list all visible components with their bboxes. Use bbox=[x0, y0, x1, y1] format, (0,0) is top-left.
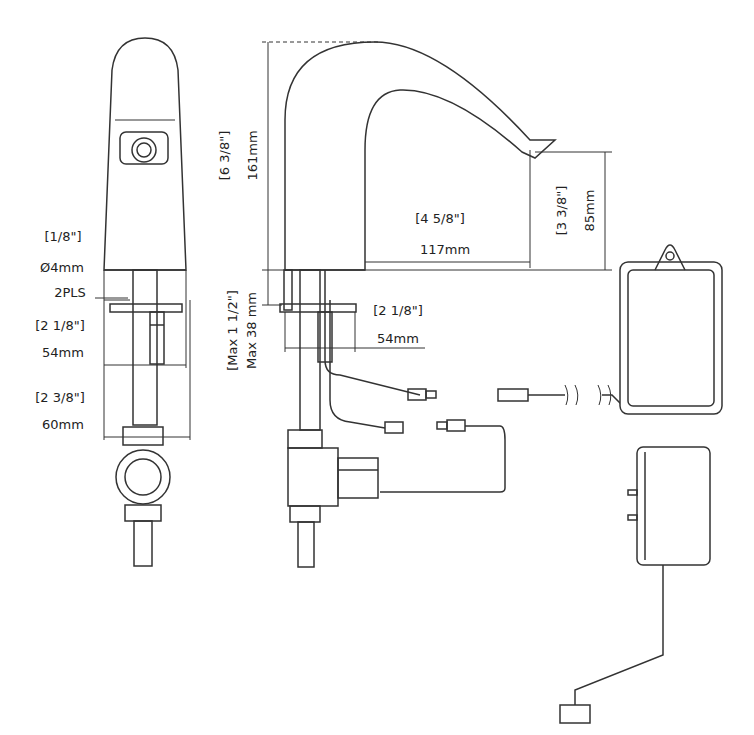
dimension-label: 2PLS bbox=[52, 285, 88, 300]
dimension-label: Max 38 mm bbox=[244, 289, 259, 370]
dimension-label: 54mm bbox=[375, 331, 421, 346]
dimension-label: 60mm bbox=[40, 417, 86, 432]
dimension-label: [4 5/8"] bbox=[413, 211, 466, 226]
dimension-label: 161mm bbox=[244, 128, 259, 182]
dimension-label: [3 3/8"] bbox=[554, 183, 569, 236]
dimension-label: [2 1/8"] bbox=[33, 318, 86, 333]
dimension-label: [Max 1 1/2"] bbox=[225, 288, 240, 372]
dimension-label: 85mm bbox=[583, 187, 598, 233]
dimension-label: 54mm bbox=[40, 345, 86, 360]
dimension-label: [6 3/8"] bbox=[217, 128, 232, 181]
dimension-label: Ø4mm bbox=[38, 260, 86, 275]
dimension-label: 117mm bbox=[418, 242, 472, 257]
dimension-label: [1/8"] bbox=[42, 229, 83, 244]
dimension-label: [2 1/8"] bbox=[371, 303, 424, 318]
dimension-label: [2 3/8"] bbox=[33, 390, 86, 405]
